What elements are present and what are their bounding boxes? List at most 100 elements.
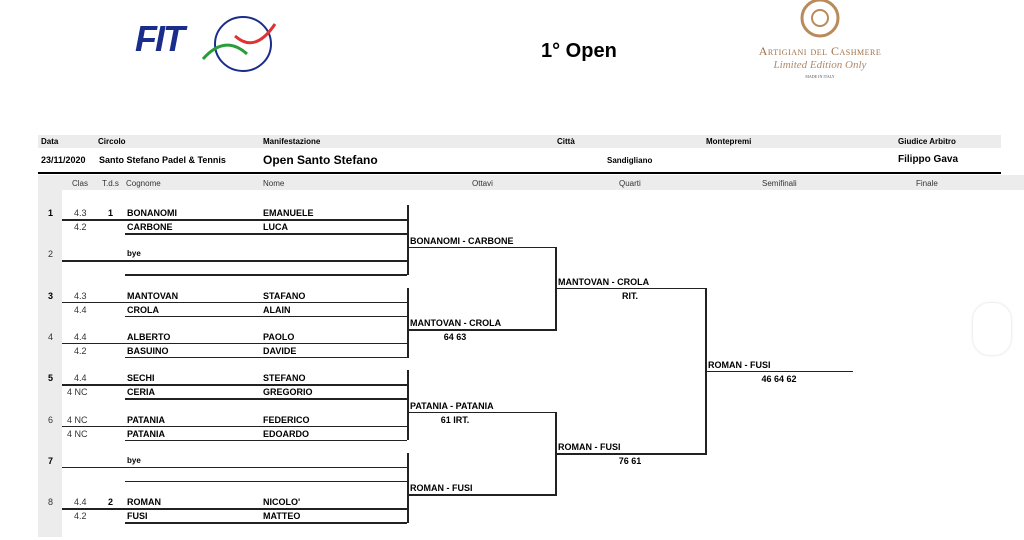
col-nome: Nome bbox=[263, 179, 285, 188]
info-label-band bbox=[38, 135, 1001, 148]
team-number: 7 bbox=[48, 455, 54, 466]
player-line bbox=[62, 301, 407, 304]
player-line bbox=[62, 342, 407, 345]
result-line bbox=[705, 370, 853, 373]
match-score: 46 64 62 bbox=[761, 373, 797, 384]
match-score: RIT. bbox=[621, 290, 638, 301]
player-name: STEFANO bbox=[263, 373, 306, 384]
col-cognome: Cognome bbox=[126, 179, 161, 188]
column-header-band bbox=[38, 175, 1024, 190]
result-line bbox=[407, 494, 555, 496]
player-name: GREGORIO bbox=[263, 387, 313, 398]
player-name: NICOLO' bbox=[263, 497, 301, 508]
player-line bbox=[62, 466, 407, 469]
seed-number-column bbox=[38, 190, 62, 537]
team-number: 1 bbox=[48, 208, 54, 218]
team-number: 5 bbox=[48, 373, 54, 384]
scroll-widget[interactable] bbox=[972, 302, 1012, 356]
player-name: FEDERICO bbox=[263, 414, 310, 425]
player-surname: MANTOVAN bbox=[127, 290, 179, 301]
sponsor-tagline: Limited Edition Only bbox=[773, 59, 867, 71]
match-winner[interactable]: ROMAN - FUSI bbox=[708, 359, 771, 370]
player-clas: 4.4 bbox=[74, 331, 87, 342]
player-line bbox=[125, 398, 407, 400]
player-name: MATTEO bbox=[263, 511, 301, 522]
player-clas: 4 NC bbox=[67, 387, 88, 398]
bracket-connector bbox=[407, 452, 409, 524]
col-quarti: Quarti bbox=[619, 179, 641, 188]
col-ottavi: Ottavi bbox=[472, 179, 493, 188]
player-surname: bye bbox=[127, 455, 141, 465]
match-score: 64 63 bbox=[443, 332, 467, 343]
player-name: DAVIDE bbox=[263, 345, 297, 356]
fit-logo: FIT bbox=[135, 14, 280, 74]
bracket-connector bbox=[407, 287, 409, 358]
label-data: Data bbox=[41, 137, 59, 146]
result-line bbox=[407, 411, 555, 414]
value-data: 23/11/2020 bbox=[41, 155, 86, 165]
team-number: 3 bbox=[48, 290, 54, 301]
team-number: 6 bbox=[48, 414, 54, 425]
bracket-connector bbox=[407, 370, 409, 441]
value-manifestazione: Open Santo Stefano bbox=[263, 153, 378, 167]
sponsor-brand: Artigiani del Cashmere bbox=[758, 44, 882, 58]
match-winner[interactable]: PATANIA - PATANIA bbox=[410, 400, 494, 411]
player-clas: 4.2 bbox=[74, 222, 87, 232]
match-winner[interactable]: BONANOMI - CARBONE bbox=[410, 235, 514, 246]
value-circolo: Santo Stefano Padel & Tennis bbox=[99, 155, 226, 165]
label-citta: Città bbox=[557, 137, 575, 146]
player-line bbox=[62, 425, 407, 427]
player-seed: 2 bbox=[108, 497, 114, 508]
player-clas: 4 NC bbox=[67, 414, 88, 425]
team-number: 8 bbox=[48, 497, 54, 508]
player-line bbox=[62, 260, 407, 262]
match-winner[interactable]: MANTOVAN - CROLA bbox=[410, 318, 502, 329]
player-surname: BONANOMI bbox=[127, 208, 177, 218]
player-surname: bye bbox=[127, 249, 141, 259]
player-surname: FUSI bbox=[127, 511, 148, 522]
player-line bbox=[125, 522, 407, 524]
col-tds: T.d.s bbox=[102, 179, 119, 188]
player-surname: CARBONE bbox=[127, 222, 173, 232]
bracket-connector bbox=[407, 205, 409, 276]
player-clas: 4.2 bbox=[74, 511, 87, 522]
player-name: ALAIN bbox=[263, 304, 291, 315]
player-clas: 4.3 bbox=[74, 208, 87, 218]
col-finale: Finale bbox=[916, 179, 938, 188]
player-name: EDOARDO bbox=[263, 428, 310, 439]
player-line bbox=[62, 219, 407, 221]
fit-logo-text: FIT bbox=[135, 18, 185, 59]
fit-logo-swoosh bbox=[201, 16, 277, 72]
match-score: 76 61 bbox=[618, 456, 642, 467]
result-line bbox=[407, 246, 555, 249]
label-circolo: Circolo bbox=[98, 137, 126, 146]
match-winner[interactable]: ROMAN - FUSI bbox=[410, 483, 473, 494]
player-clas: 4.4 bbox=[74, 373, 87, 384]
player-surname: PATANIA bbox=[127, 428, 165, 439]
player-name: LUCA bbox=[263, 222, 288, 232]
player-line bbox=[125, 480, 407, 483]
player-line bbox=[62, 384, 407, 386]
player-surname: ROMAN bbox=[127, 497, 161, 508]
player-line bbox=[125, 315, 407, 318]
player-line bbox=[125, 356, 407, 359]
label-manifestazione: Manifestazione bbox=[263, 137, 321, 146]
team-number: 2 bbox=[48, 249, 54, 260]
player-line bbox=[125, 233, 407, 235]
player-surname: ALBERTO bbox=[127, 331, 171, 342]
page-title: 1° Open bbox=[541, 40, 617, 62]
player-seed: 1 bbox=[108, 208, 114, 218]
match-winner[interactable]: MANTOVAN - CROLA bbox=[558, 276, 650, 287]
player-surname: SECHI bbox=[127, 373, 155, 384]
player-clas: 4.2 bbox=[74, 345, 87, 356]
player-clas: 4 NC bbox=[67, 428, 88, 439]
player-clas: 4.4 bbox=[74, 304, 87, 315]
player-line bbox=[62, 508, 407, 510]
match-winner[interactable]: ROMAN - FUSI bbox=[558, 442, 621, 453]
player-clas: 4.3 bbox=[74, 290, 87, 301]
value-giudice: Filippo Gava bbox=[898, 154, 959, 165]
col-semifinali: Semifinali bbox=[762, 179, 797, 188]
player-clas: 4.4 bbox=[74, 497, 87, 508]
header-divider bbox=[38, 172, 1001, 174]
player-surname: BASUINO bbox=[127, 345, 169, 356]
